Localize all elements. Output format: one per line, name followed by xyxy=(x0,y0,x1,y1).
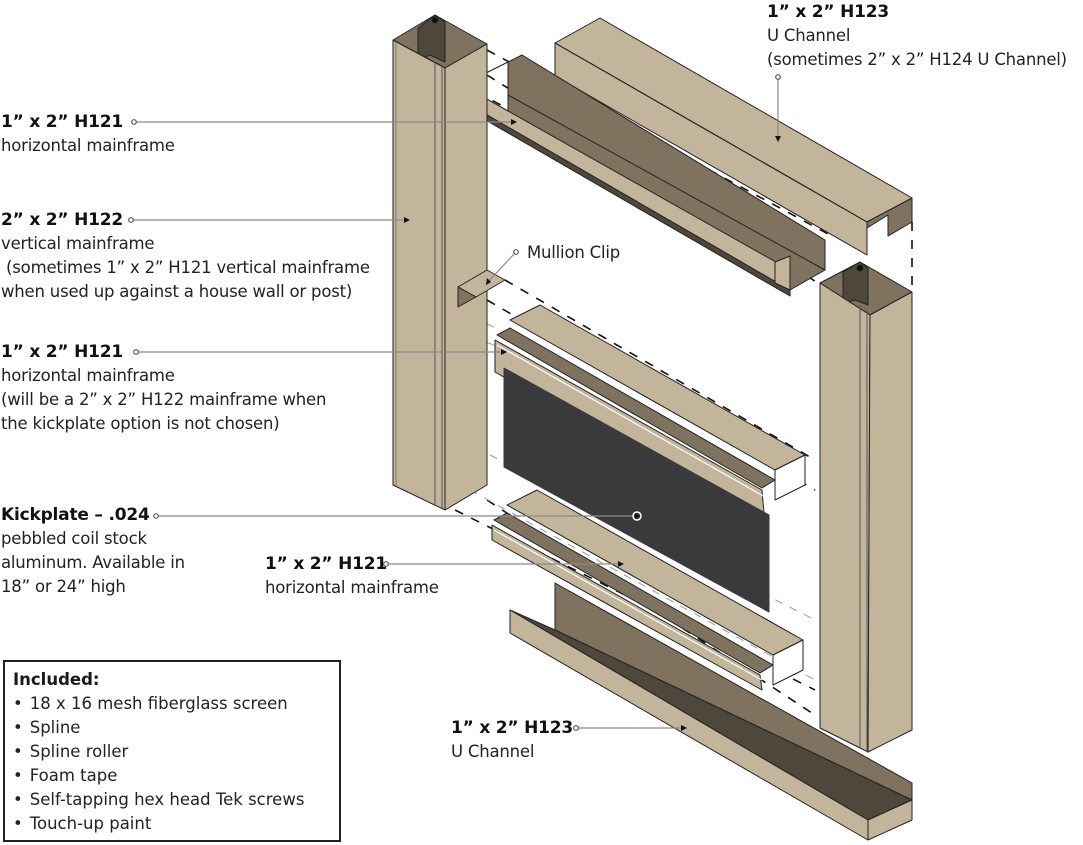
callout-bottom-u-channel: 1” x 2” H123 U Channel xyxy=(451,716,573,764)
callout-kickplate: Kickplate – .024 pebbled coil stock alum… xyxy=(1,503,185,599)
callout-desc: vertical mainframe xyxy=(1,234,155,253)
callout-middle-horizontal-mainframe: 1” x 2” H121 horizontal mainframe (will … xyxy=(1,340,326,436)
left-vertical-post-part xyxy=(392,14,488,511)
callout-desc: (sometimes 2” x 2” H124 U Channel) xyxy=(767,50,1067,69)
callout-mullion-clip: Mullion Clip xyxy=(527,241,620,265)
callout-title: Mullion Clip xyxy=(527,243,621,262)
callout-desc: when used up against a house wall or pos… xyxy=(1,282,353,301)
top-u-channel-part xyxy=(554,17,913,256)
callout-desc: 18” or 24” high xyxy=(1,577,126,596)
callout-title: 1” x 2” H121 xyxy=(265,554,388,574)
included-items-box: Included: 18 x 16 mesh fiberglass screen… xyxy=(3,660,341,842)
callout-title: 1” x 2” H123 xyxy=(767,2,890,22)
leader-arrowheads xyxy=(404,119,781,731)
kickplate-part xyxy=(503,367,770,613)
bottom-horizontal-mainframe-part xyxy=(491,489,804,691)
bottom-u-channel-part xyxy=(509,582,913,841)
callout-title: 1” x 2” H123 xyxy=(451,718,574,738)
callout-desc: U Channel xyxy=(451,742,535,761)
callout-vertical-mainframe: 2” x 2” H122 vertical mainframe (sometim… xyxy=(1,208,370,304)
callout-title: 2” x 2” H122 xyxy=(1,210,124,230)
callout-desc: pebbled coil stock xyxy=(1,529,147,548)
callout-title: 1” x 2” H121 xyxy=(1,342,124,362)
right-vertical-post-part xyxy=(819,261,913,753)
callout-desc: horizontal mainframe xyxy=(265,578,439,597)
callout-top-u-channel: 1” x 2” H123 U Channel (sometimes 2” x 2… xyxy=(767,0,1067,72)
callout-desc: (sometimes 1” x 2” H121 vertical mainfra… xyxy=(1,258,370,277)
callout-desc: U Channel xyxy=(767,26,851,45)
callout-title: Kickplate – .024 xyxy=(1,505,150,525)
callout-desc: horizontal mainframe xyxy=(1,136,175,155)
callout-desc: the kickplate option is not chosen) xyxy=(1,414,280,433)
included-item: 18 x 16 mesh fiberglass screen xyxy=(13,692,331,716)
callout-desc: (will be a 2” x 2” H122 mainframe when xyxy=(1,390,327,409)
included-item: Foam tape xyxy=(13,764,331,788)
callout-top-horizontal-mainframe: 1” x 2” H121 horizontal mainframe xyxy=(1,110,175,158)
included-heading: Included: xyxy=(13,670,100,689)
included-item: Spline roller xyxy=(13,740,331,764)
callout-bottom-horizontal-mainframe: 1” x 2” H121 horizontal mainframe xyxy=(265,552,439,600)
callout-desc: aluminum. Available in xyxy=(1,553,185,572)
callout-title: 1” x 2” H121 xyxy=(1,112,124,132)
included-item: Touch-up paint xyxy=(13,812,331,836)
callout-desc: horizontal mainframe xyxy=(1,366,175,385)
top-horizontal-mainframe-part xyxy=(461,54,826,297)
leader-lines xyxy=(132,78,779,729)
included-list: 18 x 16 mesh fiberglass screen Spline Sp… xyxy=(13,692,331,836)
included-item: Self-tapping hex head Tek screws xyxy=(13,788,331,812)
included-item: Spline xyxy=(13,716,331,740)
